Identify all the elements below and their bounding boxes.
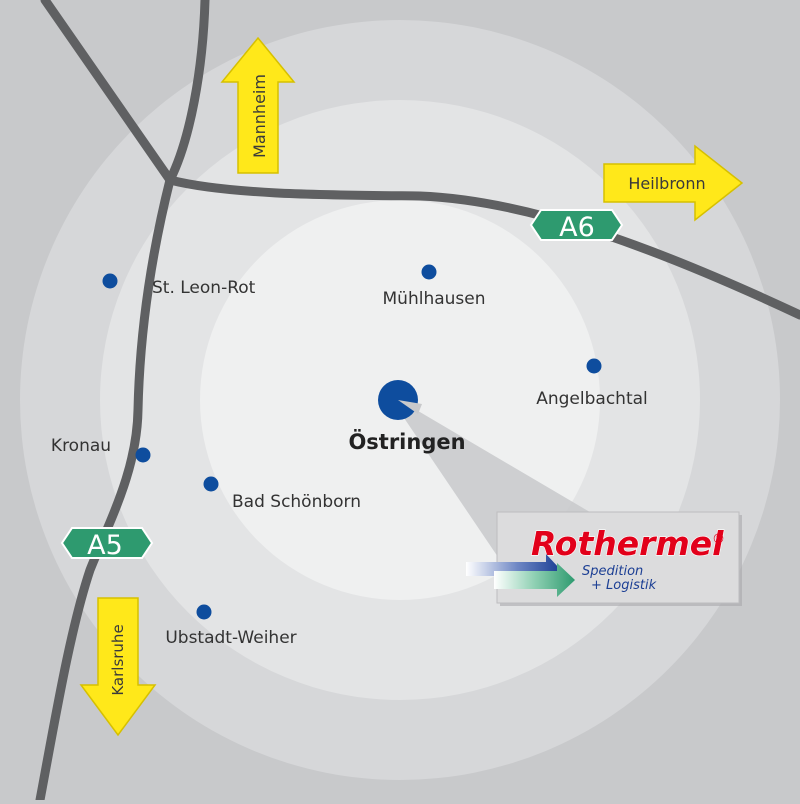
town-st-leon-rot: St. Leon-Rot bbox=[102, 273, 256, 298]
highway-label-a6: A6 bbox=[559, 212, 595, 243]
center-location-oestringen: Östringen bbox=[348, 380, 466, 454]
logo-tagline-logistik: + Logistik bbox=[591, 578, 657, 593]
town-label-muehlhausen: Mühlhausen bbox=[383, 289, 486, 309]
location-pin-notch bbox=[398, 400, 422, 414]
logo-brand-name: Rothermel bbox=[531, 524, 724, 563]
town-kronau: Kronau bbox=[51, 436, 151, 463]
highway-a6-road bbox=[165, 175, 800, 320]
highway-label-a5: A5 bbox=[87, 530, 123, 561]
logo-blue-arrow-icon bbox=[466, 554, 560, 584]
direction-label-karlsruhe: Karlsruhe bbox=[109, 624, 127, 695]
direction-arrow-heilbronn: Heilbronn bbox=[603, 144, 744, 222]
town-label-kronau: Kronau bbox=[51, 436, 111, 456]
town-ubstadt-weiher: Ubstadt-Weiher bbox=[165, 604, 297, 648]
logo-registered-mark: ® bbox=[712, 532, 725, 547]
town-angelbachtal: Angelbachtal bbox=[536, 358, 648, 409]
town-marker-icon bbox=[586, 358, 602, 374]
highway-a5-road bbox=[35, 175, 175, 804]
road-north bbox=[165, 0, 210, 185]
direction-arrow-karlsruhe: Karlsruhe bbox=[79, 597, 157, 737]
town-label-bad-schoenborn: Bad Schönborn bbox=[232, 492, 361, 512]
highway-badge-a6: A6 bbox=[529, 209, 624, 243]
town-marker-icon bbox=[421, 264, 437, 280]
town-label-angelbachtal: Angelbachtal bbox=[536, 389, 648, 409]
direction-arrow-mannheim: Mannheim bbox=[220, 36, 296, 174]
town-marker-icon bbox=[203, 476, 219, 492]
town-bad-schoenborn: Bad Schönborn bbox=[203, 476, 361, 512]
town-marker-icon bbox=[196, 604, 212, 620]
road-northwest bbox=[40, 0, 175, 185]
company-logo-card: Rothermel ® Spedition + Logistik bbox=[466, 511, 742, 606]
town-marker-icon bbox=[102, 273, 118, 289]
direction-label-heilbronn: Heilbronn bbox=[628, 174, 705, 193]
direction-label-mannheim: Mannheim bbox=[250, 74, 269, 158]
town-muehlhausen: Mühlhausen bbox=[383, 264, 486, 309]
logo-tagline-spedition: Spedition bbox=[582, 564, 643, 579]
highway-badge-a5: A5 bbox=[60, 527, 154, 561]
town-marker-icon bbox=[135, 447, 151, 463]
logo-green-arrow-icon bbox=[494, 563, 575, 597]
town-label-ubstadt-weiher: Ubstadt-Weiher bbox=[165, 628, 296, 648]
center-town-label: Östringen bbox=[348, 429, 465, 454]
town-label-st-leon-rot: St. Leon-Rot bbox=[152, 278, 256, 298]
